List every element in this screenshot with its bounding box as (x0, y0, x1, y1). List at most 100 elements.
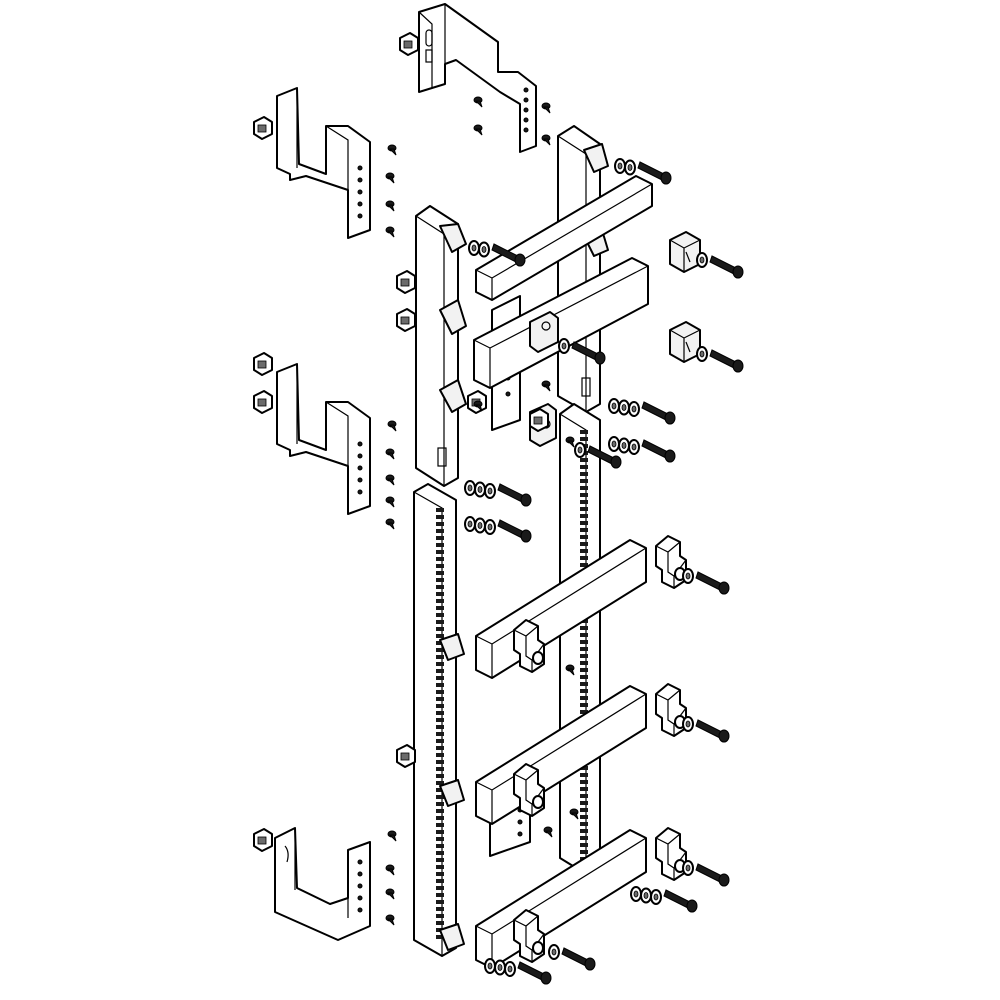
rail-tooth (436, 767, 444, 771)
bolt-washer-set (608, 436, 676, 463)
rail-tooth (580, 542, 588, 546)
rail-tooth (580, 836, 588, 840)
mounting-bracket-top-center (418, 3, 537, 153)
rail-tooth (436, 935, 444, 939)
rail-tooth (580, 787, 588, 791)
tapping-screw (565, 436, 575, 448)
cage-nut (253, 116, 273, 140)
bolt-washer-set (696, 346, 744, 373)
rail-tooth (580, 661, 588, 665)
bolt-washer-set (558, 338, 606, 365)
rail-tooth (580, 850, 588, 854)
tapping-screw (385, 448, 395, 460)
rail-tooth (580, 640, 588, 644)
rail-tooth (580, 507, 588, 511)
rail-tooth (436, 816, 444, 820)
rail-tooth (580, 500, 588, 504)
bracket-holes (523, 87, 529, 133)
bolt-washer-set (468, 240, 526, 267)
rail-tooth (580, 654, 588, 658)
busbar-clamp (655, 535, 687, 589)
bracket-holes (357, 441, 363, 495)
rail-tooth (436, 683, 444, 687)
rail-tooth (580, 675, 588, 679)
rail-tooth (436, 900, 444, 904)
rail-tooth (580, 472, 588, 476)
cage-nut (396, 744, 416, 768)
busbar-upper-2 (473, 257, 649, 389)
rail-tooth (436, 508, 444, 512)
cage-nut (253, 352, 273, 376)
mounting-bracket-left-bottom (274, 827, 371, 941)
rail-tooth (580, 647, 588, 651)
support-rail-right-lower (559, 403, 601, 875)
rail-tooth (580, 829, 588, 833)
rail-tooth (436, 802, 444, 806)
rail-tooth (436, 879, 444, 883)
busbar-clamp (655, 827, 687, 881)
rail-tooth (436, 536, 444, 540)
rail-tooth (436, 865, 444, 869)
rail-tooth (436, 550, 444, 554)
insulator-block-1 (669, 231, 701, 273)
bolt-washer-set (608, 398, 676, 425)
busbar-upper-1 (475, 175, 653, 301)
tapping-screw (543, 826, 553, 838)
rail-tooth (436, 739, 444, 743)
rail-tooth (436, 795, 444, 799)
rail-tooth (436, 788, 444, 792)
tapping-screw (385, 914, 395, 926)
bolt-washer-set (682, 860, 730, 887)
tapping-screw (473, 400, 483, 412)
rail-tooth (436, 648, 444, 652)
rail-tooth (436, 620, 444, 624)
rail-tooth (436, 564, 444, 568)
tapping-screws (385, 96, 579, 926)
rail-tooth (580, 780, 588, 784)
rail-tooth (580, 689, 588, 693)
busbar-clamp (513, 619, 545, 673)
bracket-holes (357, 859, 363, 913)
rail-tooth (436, 543, 444, 547)
cage-nut (253, 390, 273, 414)
rail-tooth (436, 886, 444, 890)
rail-tooth (580, 766, 588, 770)
bracket-holes (357, 165, 363, 219)
rail-tooth (580, 528, 588, 532)
bolt-washer-set (614, 158, 672, 185)
rail-tooth (436, 627, 444, 631)
rail-tooth (436, 515, 444, 519)
rail-tooth (580, 521, 588, 525)
bolt-washer-set (574, 442, 622, 469)
tapping-screw (385, 200, 395, 212)
bolt-washer-set (682, 716, 730, 743)
rail-tooth (436, 606, 444, 610)
rail-tooth (580, 815, 588, 819)
tapping-screw (569, 808, 579, 820)
rail-tooth (580, 479, 588, 483)
tapping-screw (385, 172, 395, 184)
cage-nut (399, 32, 419, 56)
mounting-bracket-left-middle (276, 363, 371, 515)
rail-tooth (580, 437, 588, 441)
rail-tooth (436, 774, 444, 778)
rail-tooth (436, 704, 444, 708)
rail-tooth (436, 830, 444, 834)
rail-tooth (580, 535, 588, 539)
rail-tooth (436, 634, 444, 638)
rail-tooth (436, 641, 444, 645)
rail-tooth (436, 809, 444, 813)
rail-tooth (436, 732, 444, 736)
busbar-clamp (513, 909, 545, 963)
bolt-washer-set (630, 886, 698, 913)
rail-tooth (436, 557, 444, 561)
tapping-screw (541, 134, 551, 146)
busbar-clamp (513, 763, 545, 817)
rail-tooth (436, 893, 444, 897)
rail-tooth (580, 563, 588, 567)
rail-tooth (436, 872, 444, 876)
rail-tooth (580, 493, 588, 497)
cage-nut (396, 270, 416, 294)
insulator-block-2 (669, 321, 701, 363)
